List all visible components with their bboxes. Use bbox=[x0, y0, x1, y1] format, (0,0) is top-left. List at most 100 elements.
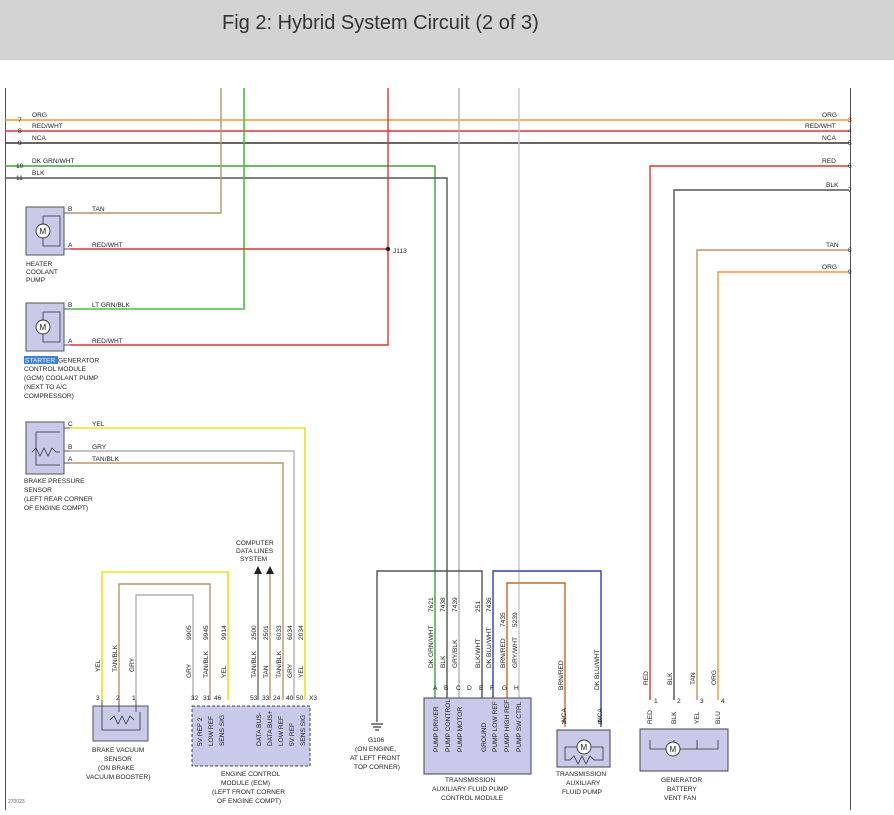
wire-label-gry: GRY bbox=[92, 444, 107, 451]
pin-b: B bbox=[68, 206, 73, 213]
ecm-pin-53: 53 bbox=[250, 695, 258, 702]
tafp-circuit-7439: 7439 bbox=[452, 597, 459, 612]
pin-b: B bbox=[68, 302, 73, 309]
tafp-circuit-5239: 5239 bbox=[512, 612, 519, 627]
ecm-circuit-9914: 9914 bbox=[221, 625, 228, 640]
ecm-int-sens-sig-2: SENS SIG bbox=[300, 715, 307, 746]
footer-code: 270023 bbox=[8, 799, 25, 805]
bvs-wire-gry: GRY bbox=[129, 657, 136, 672]
tafp-mod-pin-h: H bbox=[514, 685, 519, 692]
wire-label-red-wht: RED/WHT bbox=[92, 242, 123, 249]
ground-g106: G106 (ON ENGINE, AT LEFT FRONT TOP CORNE… bbox=[350, 723, 400, 771]
tafp-wire-gry-wht: GRY/WHT bbox=[512, 637, 519, 668]
name-line-3: PUMP bbox=[26, 277, 46, 284]
ecm-circuit-6034: 6034 bbox=[287, 625, 294, 640]
wire-lt-grn-blk bbox=[70, 88, 245, 310]
wire-red-wht-vert bbox=[70, 88, 389, 346]
fan-wire-org: ORG bbox=[711, 670, 718, 685]
fan-pin-1: 1 bbox=[654, 698, 658, 705]
tafp-circuit-7621: 7621 bbox=[428, 597, 435, 612]
ecm-pin-x3: X3 bbox=[309, 695, 317, 702]
rail-num-7: 7 bbox=[18, 117, 22, 124]
ecm-pin-24: 24 bbox=[273, 695, 281, 702]
ecm-int-5v-ref: 5V REF bbox=[289, 723, 296, 746]
tafp-int-ground: GROUND bbox=[481, 722, 488, 752]
motor-symbol: M bbox=[581, 743, 588, 752]
tafp-int-pump-motor: PUMP MOTOR bbox=[457, 707, 464, 752]
name-line-4: OF ENGINE COMPT) bbox=[24, 505, 88, 512]
heater-coolant-pump: M B A TAN RED/WHT HEATER COOLANT PUMP bbox=[25, 206, 123, 284]
name-line-3: (ON BRAKE bbox=[98, 765, 135, 772]
pin-a: A bbox=[68, 338, 73, 345]
engine-control-module: 32 31 46 53 33 24 40 50 X3 9905 9945 991… bbox=[186, 625, 317, 805]
name-line-2: AUXILIARY FLUID PUMP bbox=[432, 786, 509, 793]
tafp-wire-dk-blu-wht: DK BLU/WHT bbox=[594, 649, 601, 690]
rail-label-right-org2: ORG bbox=[822, 264, 837, 271]
ground-name-2: (ON ENGINE, bbox=[355, 746, 396, 753]
tafp-wire-brn-red: BRN/RED bbox=[558, 660, 565, 690]
tafp-pin-b: B bbox=[598, 719, 603, 726]
tafp-int-pump-low-ref: PUMP LOW REF bbox=[492, 701, 499, 752]
tafp-int-nca-2: NCA bbox=[597, 707, 604, 722]
tafp-control-module: A B C D E F G H 7621 7438 7439 251 7436 … bbox=[423, 597, 532, 802]
tafp-int-pump-high-ref: PUMP HIGH REF bbox=[504, 700, 511, 752]
name-line-2: AUXILIARY bbox=[566, 780, 601, 787]
ecm-circuit-9905: 9905 bbox=[186, 625, 193, 640]
tafp-mod-pin-f: F bbox=[490, 685, 494, 692]
name-line-2: BATTERY bbox=[667, 786, 697, 793]
wire-blk-fan bbox=[673, 189, 849, 700]
rail-num-right-8: 8 bbox=[848, 247, 852, 254]
tafp-wire-dk-blu-wht: DK BLU/WHT bbox=[486, 627, 493, 668]
tafp-int-pump-driver: PUMP DRIVER bbox=[433, 706, 440, 752]
wire-yel-bvs bbox=[101, 571, 229, 700]
name-line-1: CONTROL MODULE bbox=[24, 366, 87, 373]
ecm-wire-gry: GRY bbox=[186, 663, 193, 678]
wire-label-red-wht: RED/WHT bbox=[92, 338, 123, 345]
ground-name-4: TOP CORNER) bbox=[354, 764, 400, 771]
tafp-mod-pin-b: B bbox=[444, 685, 449, 692]
rail-num-right-6: 6 bbox=[848, 163, 852, 170]
tafp-wire-blk-wht: BLK/WHT bbox=[475, 639, 482, 668]
ecm-pin-40: 40 bbox=[286, 695, 294, 702]
ecm-pin-46: 46 bbox=[214, 695, 222, 702]
tafp-mod-pin-e: E bbox=[479, 685, 484, 692]
bvs-wire-tan-blk: TAN/BLK bbox=[112, 644, 119, 672]
wire-label-lt-grn-blk: LT GRN/BLK bbox=[92, 302, 130, 309]
generator-battery-vent-fan: RED BLK TAN ORG 1 2 3 4 RED BLK YEL BLU … bbox=[639, 670, 729, 802]
fan-int-yel: YEL bbox=[694, 711, 701, 724]
rail-num-right-3: 3 bbox=[848, 117, 852, 124]
motor-symbol: M bbox=[40, 323, 47, 332]
ecm-wire-tan-blk-2: TAN/BLK bbox=[251, 650, 258, 678]
wire-blk bbox=[5, 177, 448, 698]
name-line-2: MODULE (ECM) bbox=[221, 780, 270, 787]
bvs-wire-yel: YEL bbox=[95, 659, 102, 672]
ecm-pin-31: 31 bbox=[203, 695, 211, 702]
wire-dk-grn-wht bbox=[5, 165, 436, 698]
ecm-int-sens-sig: SENS SIG bbox=[219, 715, 226, 746]
ecm-wire-tan: TAN bbox=[263, 665, 270, 678]
rail-label-right-nca: NCA bbox=[822, 135, 837, 142]
fan-pin-4: 4 bbox=[721, 698, 725, 705]
fan-pin-2: 2 bbox=[677, 698, 681, 705]
rail-num-11: 11 bbox=[16, 175, 23, 182]
name-line-1: GENERATOR bbox=[661, 777, 702, 784]
fan-int-blu: BLU bbox=[715, 711, 722, 724]
wire-red-fan bbox=[649, 165, 849, 700]
tafp-int-pump-sw-ctrl: PUMP SW CTRL bbox=[516, 701, 523, 752]
ecm-pin-33: 33 bbox=[262, 695, 270, 702]
splice-dot bbox=[385, 246, 391, 252]
wire-gry-bps bbox=[70, 450, 295, 700]
data-lines-line-2: DATA LINES bbox=[236, 548, 274, 555]
name-line-3: FLUID PUMP bbox=[562, 789, 603, 796]
data-lines-line-3: SYSTEM bbox=[240, 556, 267, 563]
ecm-wire-yel: YEL bbox=[221, 665, 228, 678]
fan-wire-tan: TAN bbox=[690, 672, 697, 685]
wire-yel-bps bbox=[70, 427, 306, 700]
highlighted-word: STARTER bbox=[25, 358, 55, 365]
rail-label-right-org: ORG bbox=[822, 112, 837, 119]
computer-data-lines: COMPUTER DATA LINES SYSTEM bbox=[236, 540, 274, 700]
brake-vacuum-sensor: 3 2 1 YEL TAN/BLK GRY BRAKE VACUUM SENSO… bbox=[86, 644, 150, 781]
wire-tan-fan bbox=[696, 249, 849, 700]
pin-c: C bbox=[68, 421, 73, 428]
name-line-2: SENSOR bbox=[104, 756, 132, 763]
